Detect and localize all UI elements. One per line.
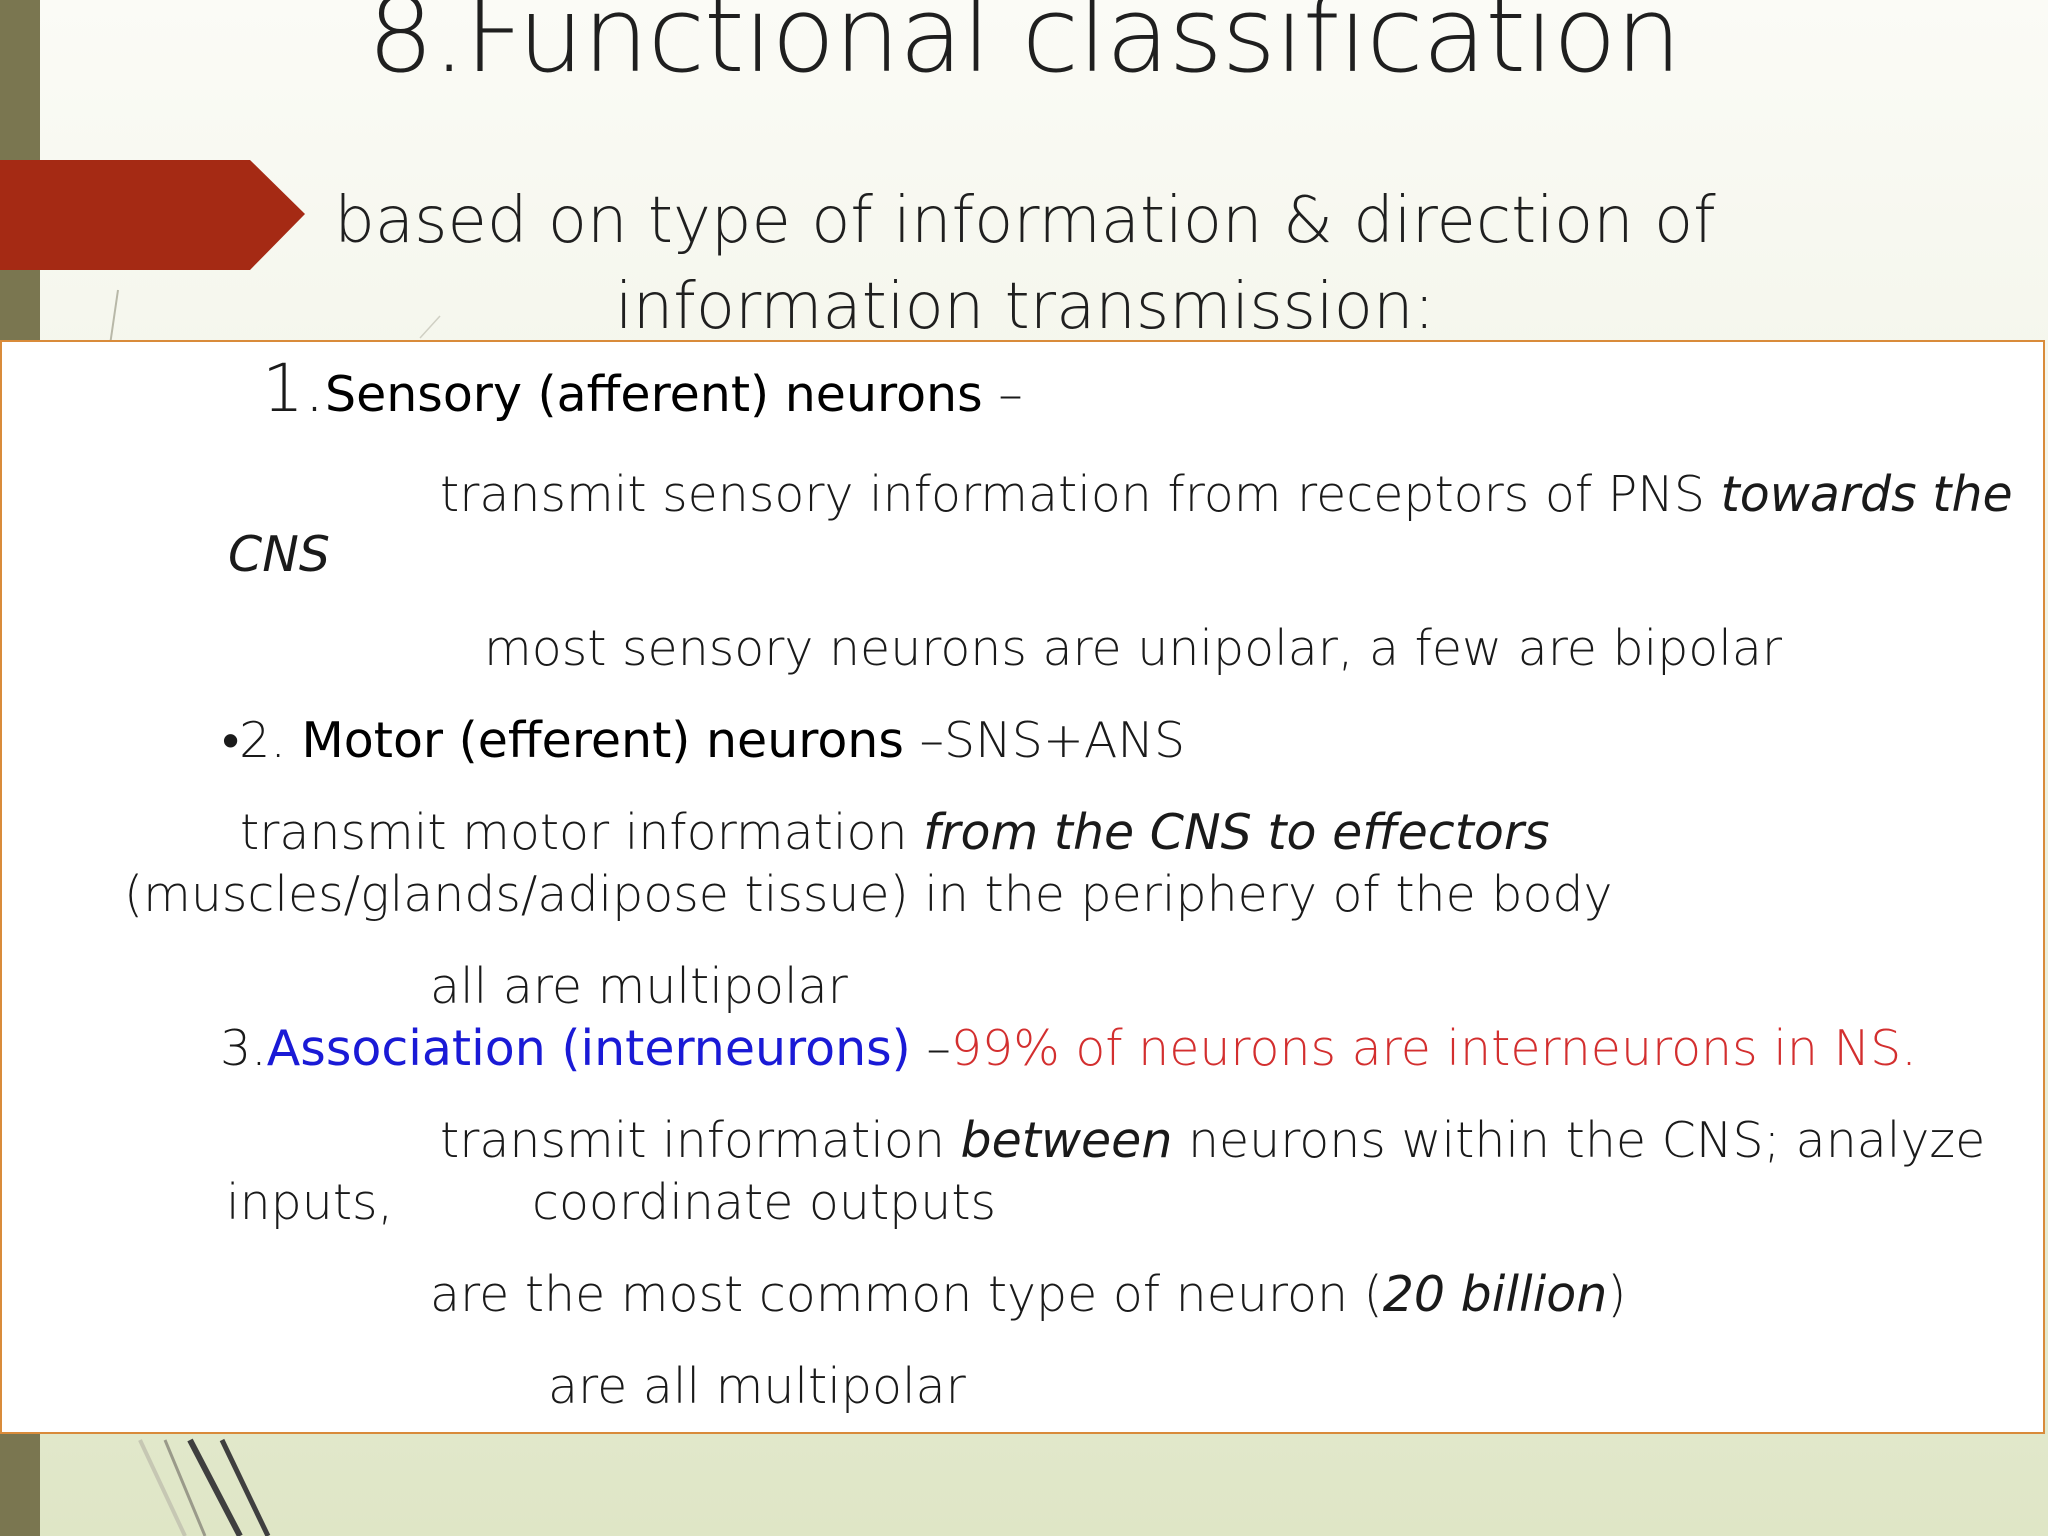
association-common-start: are the most common type of neuron ( <box>430 1266 1383 1323</box>
association-common-em: 20 billion <box>1382 1266 1608 1323</box>
sensory-dash: – <box>982 366 1023 423</box>
motor-desc-cont: (muscles/glands/adipose tissue) in the p… <box>124 866 1613 923</box>
decor-stroke <box>109 289 119 346</box>
sensory-description: transmit sensory information from recept… <box>440 470 2013 519</box>
sensory-heading: 1.Sensory (afferent) neurons – <box>262 356 1023 422</box>
association-common-end: ) <box>1607 1266 1627 1323</box>
motor-note: all are multipolar <box>430 958 848 1015</box>
sensory-desc-em: towards the <box>1720 466 2013 523</box>
slide-subtitle: based on type of information & direction… <box>334 184 1716 344</box>
slide-title: 8.Functional classification <box>367 0 1682 96</box>
association-number: 3. <box>220 1020 267 1077</box>
association-common: are the most common type of neuron (20 b… <box>430 1270 1626 1319</box>
motor-name: Motor (efferent) neurons <box>301 712 904 769</box>
association-highlight: 99% of neurons are interneurons in NS. <box>950 1020 1917 1077</box>
decor-stroke <box>187 1438 243 1536</box>
association-desc-em: between <box>960 1112 1173 1169</box>
association-desc-start: transmit information <box>440 1112 961 1169</box>
motor-desc-em: from the CNS to effectors <box>923 804 1550 861</box>
content-box <box>0 340 2045 1434</box>
association-note: are all multipolar <box>548 1358 966 1415</box>
motor-heading: •2. Motor (efferent) neurons –SNS+ANS <box>222 716 1185 765</box>
sensory-desc-start: transmit sensory information from recept… <box>440 466 1721 523</box>
association-desc-end: neurons within the CNS; analyze <box>1172 1112 1986 1169</box>
association-heading: 3.Association (interneurons) –99% of neu… <box>220 1024 1917 1073</box>
decor-stroke <box>163 1439 207 1536</box>
sensory-number: 1. <box>262 350 325 427</box>
motor-description: transmit motor information from the CNS … <box>240 808 1550 857</box>
decor-stroke <box>219 1438 271 1536</box>
association-desc-cont-b: coordinate outputs <box>532 1174 997 1231</box>
sensory-note: most sensory neurons are unipolar, a few… <box>484 620 1783 677</box>
motor-suffix: –SNS+ANS <box>903 712 1186 769</box>
motor-number: •2. <box>222 712 302 769</box>
sensory-name: Sensory (afferent) neurons <box>324 366 983 423</box>
association-description: transmit information between neurons wit… <box>440 1116 1985 1165</box>
motor-desc-start: transmit motor information <box>240 804 924 861</box>
sensory-desc-cont: CNS <box>228 526 330 583</box>
association-name: Association (interneurons) <box>266 1020 911 1077</box>
association-dash: – <box>910 1020 951 1077</box>
decor-stroke <box>138 1439 187 1536</box>
association-desc-cont-a: inputs, <box>226 1174 394 1231</box>
